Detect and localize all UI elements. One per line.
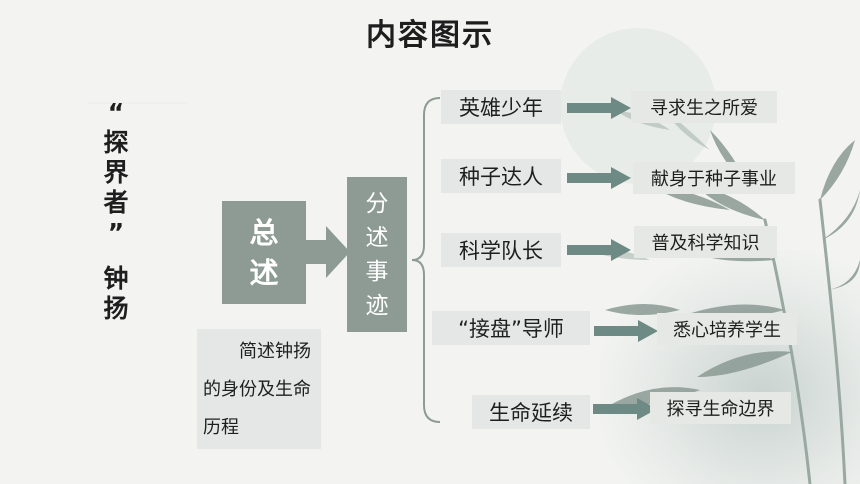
detail-box-char: 事 (365, 258, 389, 285)
overview-arrow (304, 226, 350, 278)
row-result: 普及科学知识 (634, 226, 777, 258)
row-result: 探寻生命边界 (650, 392, 791, 424)
branch-brace (411, 97, 441, 423)
row-arrow (593, 398, 657, 420)
row-label: 英雄少年 (441, 90, 561, 124)
row-result: 悉心培养学生 (657, 313, 797, 345)
row-arrow (567, 97, 631, 119)
detail-box-char: 述 (365, 224, 389, 251)
row-label: 种子达人 (441, 159, 561, 193)
summary-text: 简述钟扬的身份及生命历程 (197, 329, 321, 449)
vertical-title-char: 界 (103, 158, 129, 187)
detail-box-char: 迹 (365, 292, 389, 319)
vertical-title: “ 探 界 者 ” 钟 扬 (96, 98, 136, 324)
vertical-title-char: ” (107, 218, 125, 247)
page-title: 内容图示 (366, 18, 494, 53)
overview-box: 总 述 (222, 201, 306, 304)
overview-box-char: 总 (249, 215, 279, 250)
row-label: “接盘”导师 (432, 311, 590, 345)
vertical-title-char: 者 (103, 188, 129, 217)
row-result: 献身于种子事业 (633, 162, 795, 194)
row-result: 寻求生之所爱 (631, 91, 777, 123)
vertical-title-char: 钟 (103, 264, 129, 293)
detail-box: 分 述 事 迹 (347, 177, 407, 332)
row-label: 科学队长 (441, 233, 561, 267)
row-arrow (567, 167, 631, 189)
vertical-title-char: “ (107, 98, 125, 127)
row-arrow (594, 320, 658, 342)
row-label: 生命延续 (472, 395, 590, 429)
bamboo-illustration (580, 110, 860, 484)
overview-box-char: 述 (249, 255, 279, 290)
detail-box-char: 分 (365, 190, 389, 217)
row-arrow (567, 239, 631, 261)
decorative-line (88, 102, 188, 104)
vertical-title-char: 扬 (103, 294, 129, 323)
vertical-title-char: 探 (103, 128, 129, 157)
